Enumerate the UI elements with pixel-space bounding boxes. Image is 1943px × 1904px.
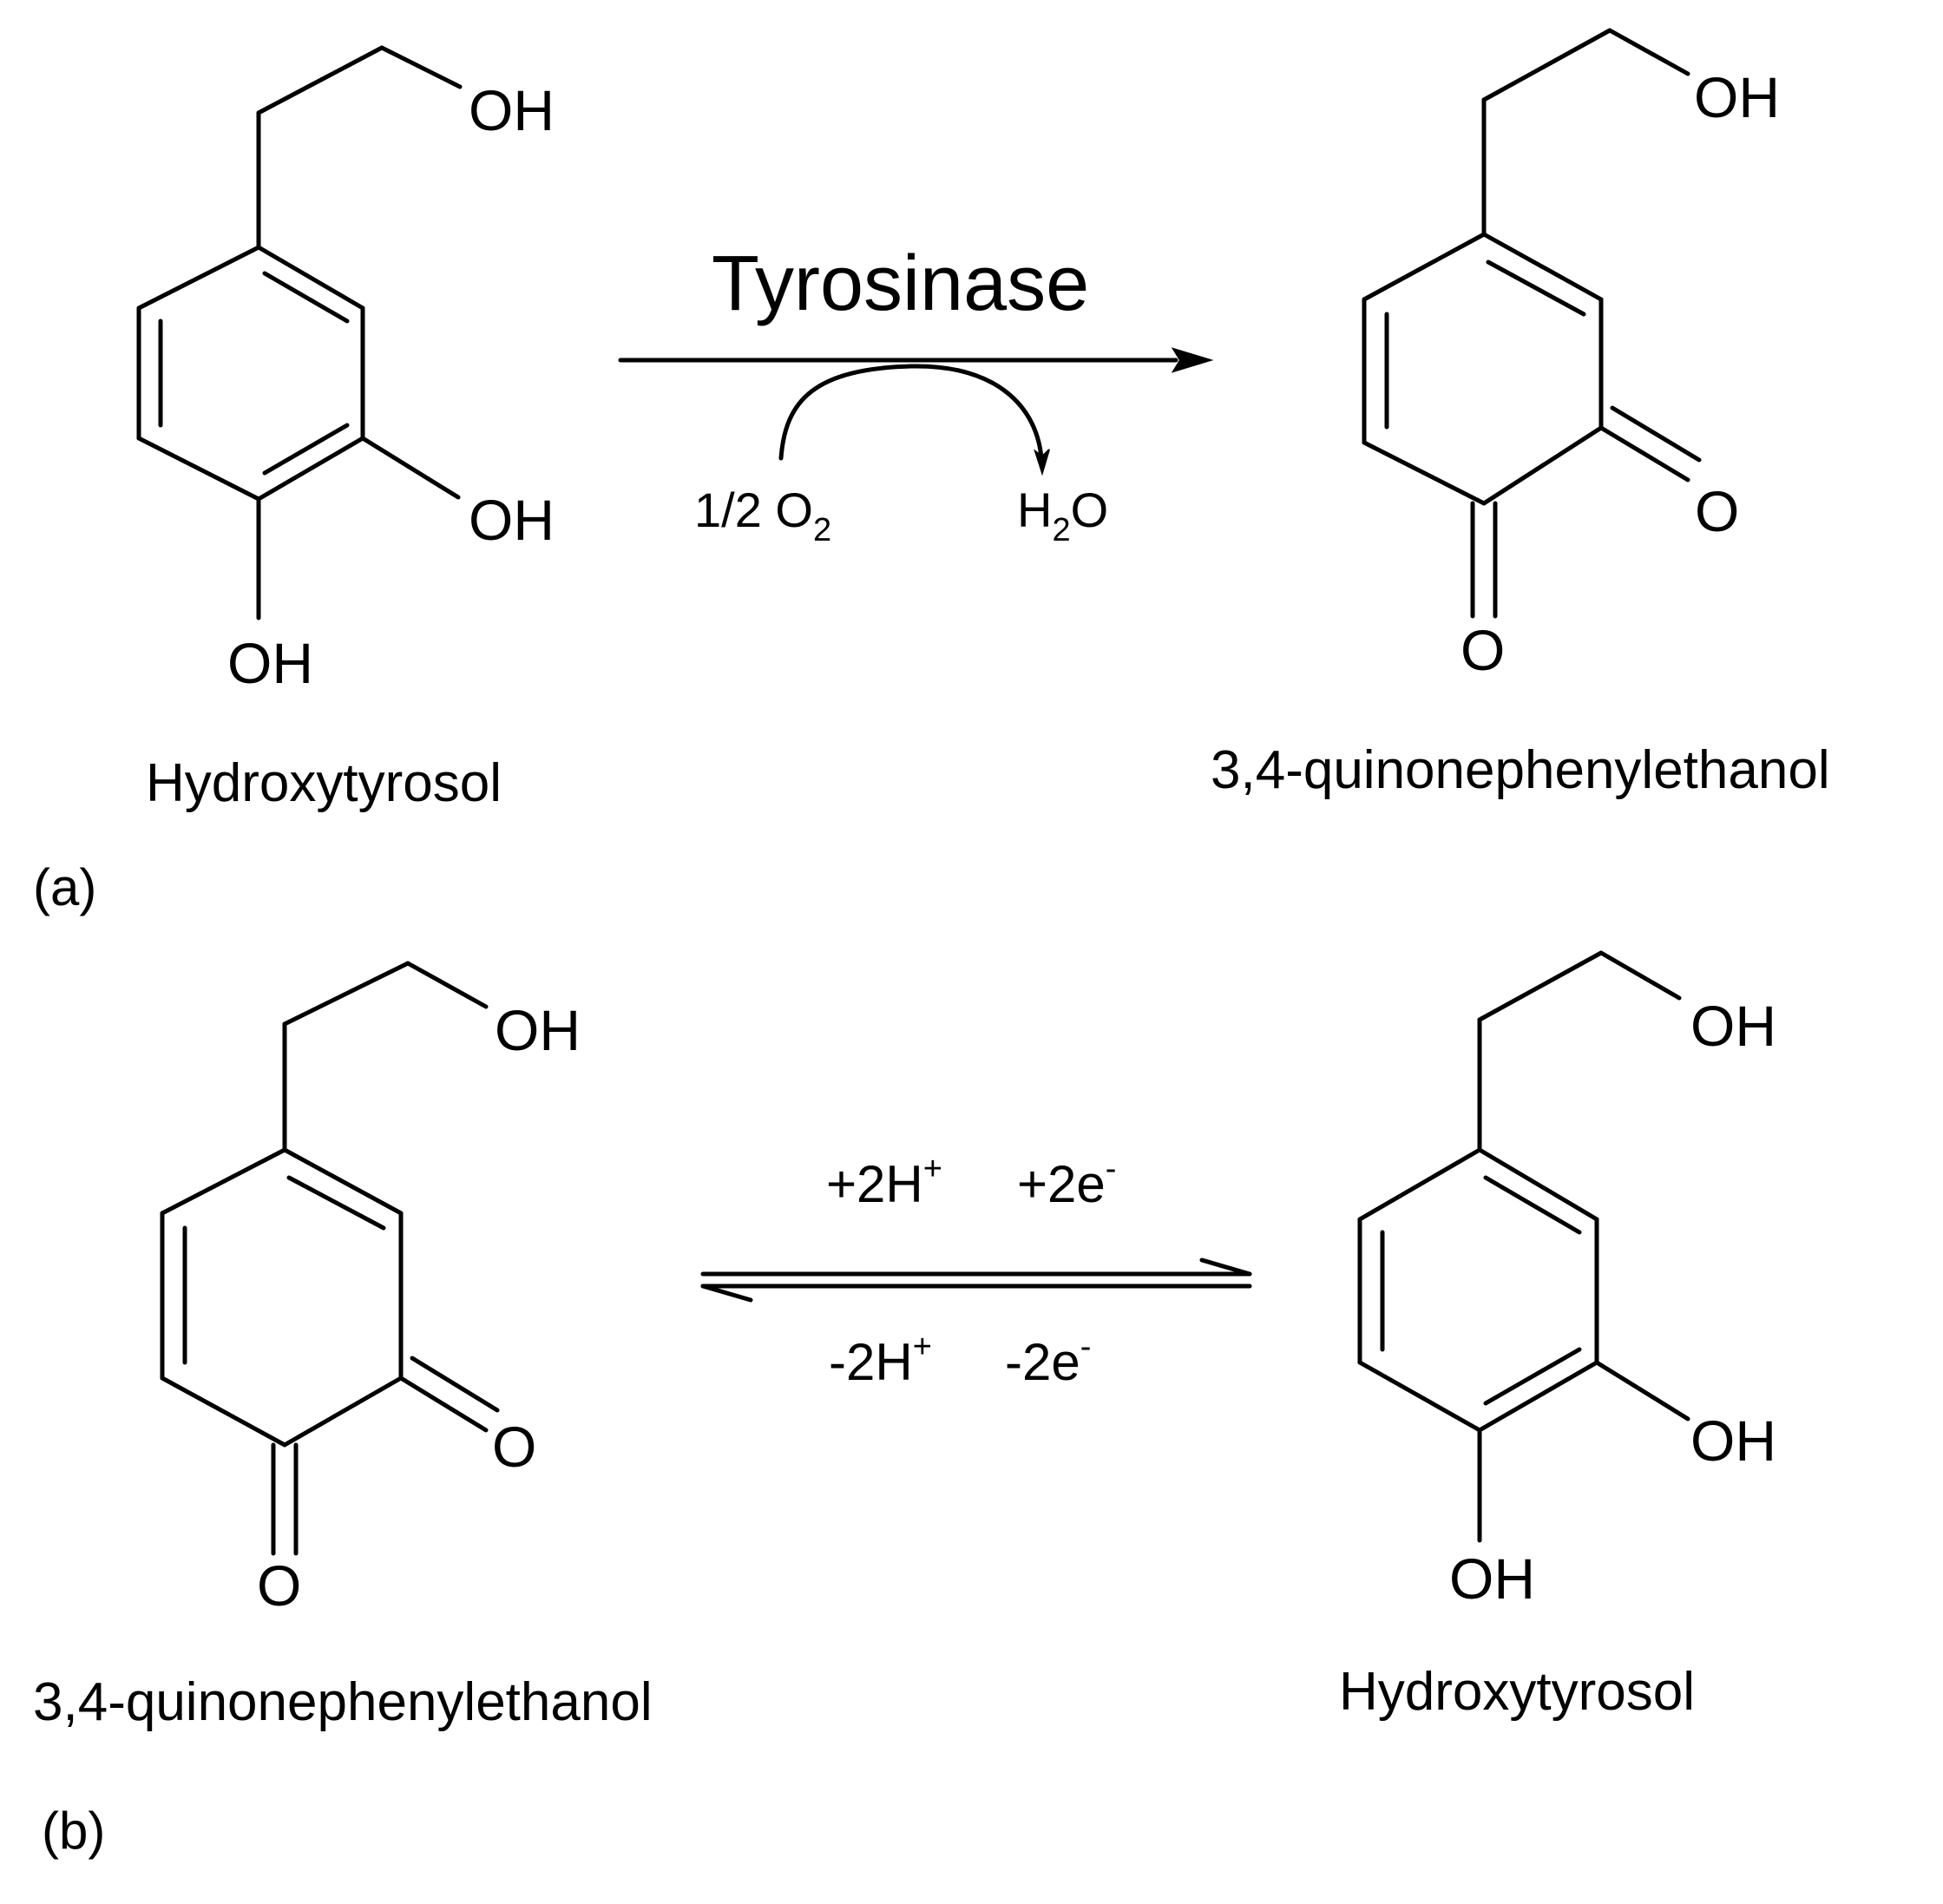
quinone-structure-a: OH O O [1362, 28, 1780, 682]
product-name-a: 3,4-quinonephenylethanol [1211, 740, 1830, 800]
cosubstrate-o2-label: 1/2 O2 [694, 483, 831, 548]
panel-label-b: (b) [42, 1802, 105, 1860]
reverse-proton-label: -2H+ [829, 1329, 932, 1391]
hydroxyl-label: OH [1694, 65, 1780, 129]
hydroxytyrosol-structure-a: OH OH OH [136, 45, 555, 695]
hydroxyl-label: OH [469, 488, 555, 552]
hydroxyl-label: OH [469, 78, 555, 142]
reactant-name-a: Hydroxytyrosol [146, 753, 502, 813]
enzyme-label: Tyrosinase [712, 240, 1089, 327]
panel-label-a: (a) [33, 858, 96, 916]
quinone-structure-b: OH O O [160, 961, 581, 1618]
equilibrium-arrow-b: +2H+ +2e- -2H+ -2e- [700, 1151, 1252, 1391]
forward-electron-label: +2e- [1017, 1151, 1116, 1213]
carbonyl-oxygen-label: O [1461, 618, 1505, 682]
hydroxyl-label: OH [495, 998, 581, 1062]
reverse-electron-label: -2e- [1005, 1329, 1091, 1391]
reaction-arrow-a: Tyrosinase 1/2 O2 H2O [618, 240, 1214, 548]
hydroxytyrosol-structure-b: OH OH OH [1357, 950, 1776, 1611]
carbonyl-oxygen-label: O [492, 1415, 536, 1479]
carbonyl-oxygen-label: O [257, 1553, 301, 1618]
coproduct-h2o-label: H2O [1017, 483, 1108, 548]
carbonyl-oxygen-label: O [1695, 479, 1739, 543]
right-name-b: Hydroxytyrosol [1339, 1662, 1695, 1722]
hydroxyl-label: OH [227, 631, 313, 695]
hydroxyl-label: OH [1690, 1408, 1776, 1473]
left-name-b: 3,4-quinonephenylethanol [33, 1672, 653, 1732]
forward-proton-label: +2H+ [826, 1151, 942, 1213]
hydroxyl-label: OH [1449, 1546, 1535, 1611]
hydroxyl-label: OH [1690, 994, 1776, 1058]
